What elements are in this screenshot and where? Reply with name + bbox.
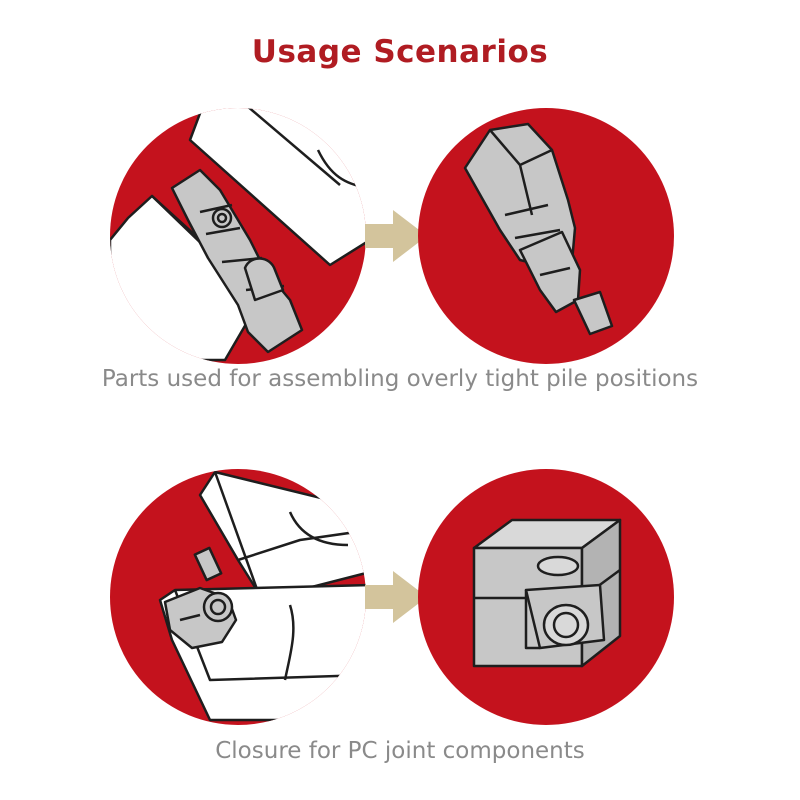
page-title: Usage Scenarios — [251, 34, 549, 70]
gray-part-stem — [572, 290, 614, 336]
arrow-right-icon — [365, 210, 427, 262]
scenario-1-caption: Parts used for assembling overly tight p… — [101, 366, 699, 392]
scenario-2-after-illustration — [418, 469, 674, 725]
scenario-2-before-illustration — [110, 469, 366, 725]
scenario-1-after-illustration — [418, 108, 674, 364]
scenario-2-caption: Closure for PC joint components — [215, 738, 585, 764]
scenario-1-before-illustration — [110, 108, 366, 364]
arrow-right-icon — [365, 571, 427, 623]
